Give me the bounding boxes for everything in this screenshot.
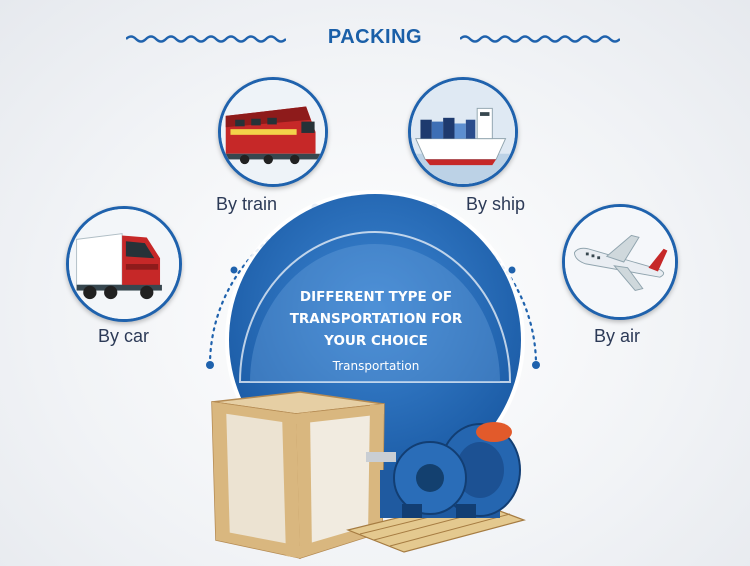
airplane-icon-circle bbox=[562, 204, 678, 320]
mode-label-car: By car bbox=[98, 326, 150, 346]
center-heading-line3: YOUR CHOICE bbox=[324, 333, 428, 349]
center-heading-line1: DIFFERENT TYPE OF bbox=[299, 289, 453, 305]
train-icon bbox=[221, 80, 325, 184]
center-heading-line2: TRANSPORTATION FOR bbox=[289, 311, 463, 327]
train-icon-circle bbox=[218, 77, 328, 187]
mode-label-train: By train bbox=[216, 194, 278, 214]
right-wave-divider bbox=[460, 35, 620, 43]
mode-label-air: By air bbox=[594, 326, 641, 346]
ship-icon bbox=[411, 80, 515, 184]
left-wave-divider bbox=[126, 35, 286, 43]
truck-icon-circle bbox=[66, 206, 182, 322]
center-subtitle: Transportation bbox=[332, 359, 420, 373]
page-title: PACKING bbox=[327, 26, 423, 48]
truck-icon bbox=[69, 209, 179, 319]
ship-icon-circle bbox=[408, 77, 518, 187]
airplane-icon bbox=[565, 207, 675, 317]
mode-label-ship: By ship bbox=[466, 194, 526, 214]
